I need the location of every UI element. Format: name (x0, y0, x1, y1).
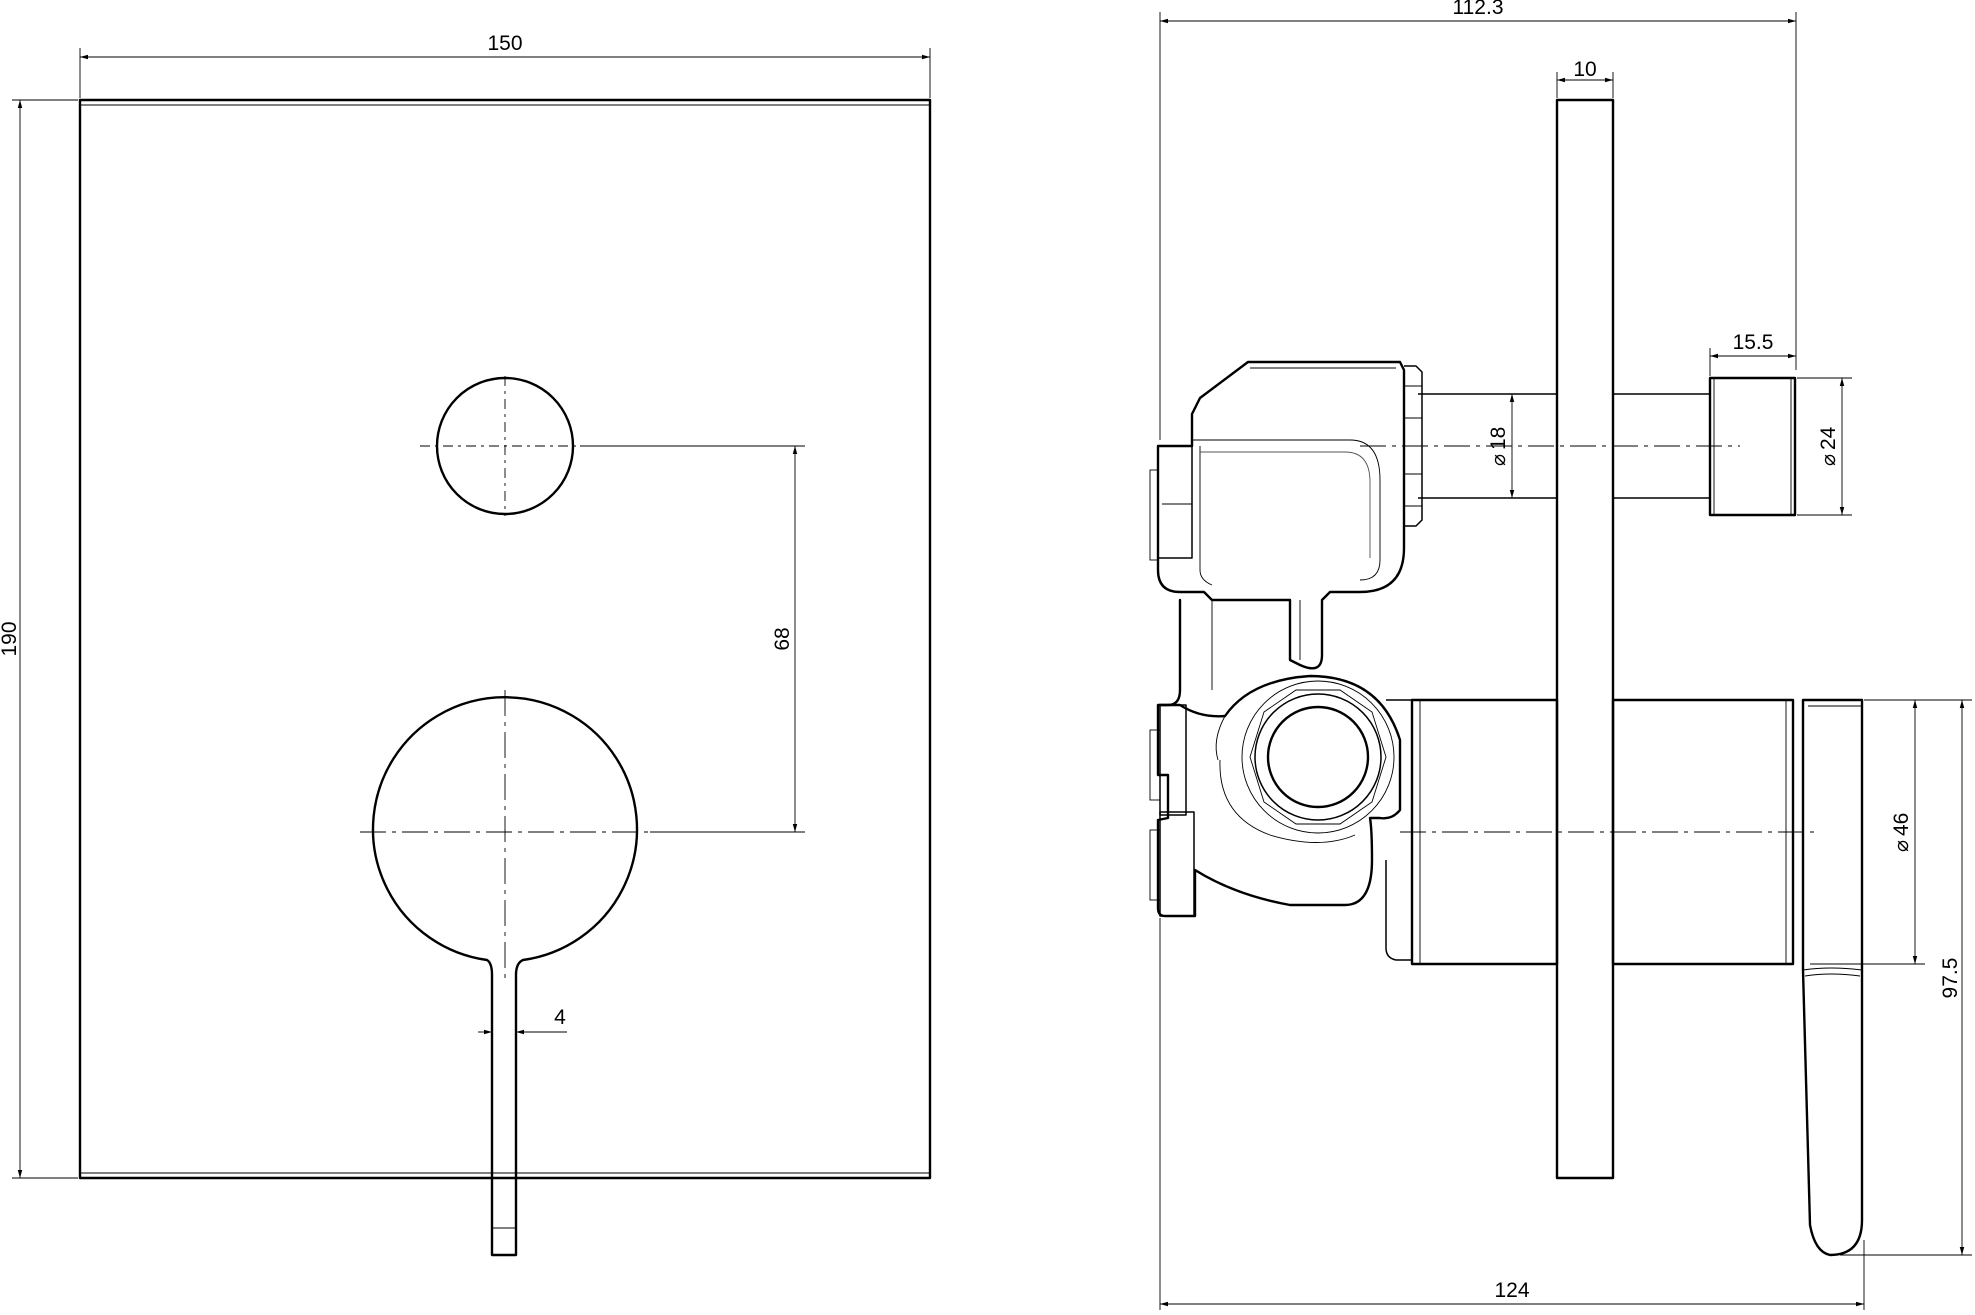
dim-124: 124 (1159, 918, 1865, 1310)
cover-plate (78, 98, 932, 1180)
dim-124-label: 124 (1494, 1279, 1529, 1302)
upper-stem (1360, 393, 1740, 499)
side-view: 112.3 10 15.5 ⌀ 24 (1149, 0, 1972, 1310)
valve-neck (1158, 598, 1301, 707)
dia-18-symbol: ⌀ (1488, 454, 1510, 466)
dim-dia-18-label: 18 (1487, 427, 1510, 450)
dim-15-5: 15.5 (1709, 331, 1796, 376)
dim-15-5-label: 15.5 (1733, 331, 1774, 354)
knob-side (1708, 376, 1797, 517)
dim-150-label: 150 (487, 32, 522, 55)
dim-68: 68 (580, 445, 805, 833)
dim-4: 4 (478, 1006, 567, 1035)
diverter-knob (420, 376, 590, 516)
dim-dia-46-label: 46 (1890, 813, 1913, 836)
dim-10: 10 (1556, 58, 1614, 98)
dim-dia-46: ⌀ 46 (1810, 699, 1925, 965)
dim-190: 190 (0, 99, 78, 1179)
valve-lower-body (1149, 674, 1402, 918)
dim-dia-18: ⌀ 18 (1487, 394, 1515, 498)
dim-dia-24-label: 24 (1817, 426, 1840, 450)
side-plate (1555, 98, 1615, 1180)
dim-10-label: 10 (1573, 58, 1596, 81)
dia-46-symbol: ⌀ (1891, 840, 1913, 852)
dim-dia-24: ⌀ 24 (1797, 377, 1852, 516)
dim-97-5-label: 97.5 (1939, 958, 1962, 999)
valve-upper-block (1149, 360, 1423, 670)
dim-68-label: 68 (771, 627, 794, 650)
mixer-handle (360, 690, 650, 1257)
dim-112-3: 112.3 (1159, 0, 1797, 440)
dim-112-3-label: 112.3 (1453, 0, 1504, 19)
dim-150: 150 (79, 32, 931, 98)
front-view: 150 190 68 4 (0, 32, 932, 1257)
dim-4-label: 4 (554, 1006, 566, 1029)
handle-side (1801, 698, 1864, 1257)
cartridge-housing (1385, 698, 1820, 966)
dim-190-label: 190 (0, 621, 21, 656)
dim-97-5: 97.5 (1840, 699, 1972, 1256)
dia-24-symbol: ⌀ (1818, 454, 1840, 466)
